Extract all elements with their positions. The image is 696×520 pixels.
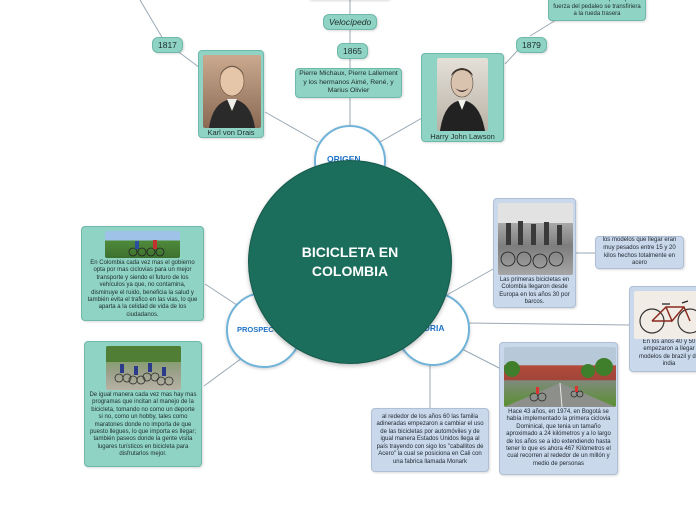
drais-card[interactable]: Karl von Drais <box>198 50 264 138</box>
velocipedo-label: Velocípedo <box>329 17 372 27</box>
year-1865-label: 1865 <box>343 46 362 56</box>
historia-note-2[interactable]: al rededor de los años 60 las familia ad… <box>371 408 489 472</box>
historia-note-1-text: los modelos que llegar eran muy pesados … <box>602 237 677 267</box>
drais-portrait <box>203 55 261 128</box>
year-1817-tag[interactable]: 1817 <box>152 37 183 53</box>
bike-lane-icon <box>504 358 616 407</box>
historic-photo <box>498 203 573 275</box>
historia-note-2-text: al rededor de los años 60 las familia ad… <box>376 413 484 465</box>
year-1865-tag[interactable]: 1865 <box>337 43 368 59</box>
historia-text-2: En los años 40 y 50 empezaron a llegar m… <box>638 339 696 368</box>
lawson-card[interactable]: Harry John Lawson <box>421 53 504 142</box>
velocipedo-tag[interactable]: Velocípedo <box>323 14 378 30</box>
prospectiva-card-2[interactable]: De igual manera cada vez mas hay mas pro… <box>84 341 202 467</box>
drais-caption: Karl von Drais <box>207 128 255 137</box>
year-1817-label: 1817 <box>158 40 177 50</box>
ciclovia-photo-2 <box>105 346 181 390</box>
year-1879-tag[interactable]: 1879 <box>516 37 547 53</box>
prospectiva-label: PROSPECTIVA <box>237 325 291 334</box>
central-topic[interactable]: BICICLETA EN COLOMBIA <box>248 160 452 364</box>
michaux-text: Pierre Michaux, Pierre Lallement y los h… <box>299 70 398 95</box>
historia-text-1: Las primeras bicicletas en Colombia lleg… <box>499 277 570 306</box>
prospectiva-card-1[interactable]: En Colombia cada vez mas el gobierno opt… <box>81 226 204 321</box>
ciclovia-bogota-photo <box>504 347 616 407</box>
historia-card-1[interactable]: Las primeras bicicletas en Colombia lleg… <box>493 198 576 308</box>
historia-note-1[interactable]: los modelos que llegar eran muy pesados … <box>595 236 684 269</box>
historia-card-3[interactable]: Hace 43 años, en 1974, en Bogotá se habí… <box>499 342 618 475</box>
cyclists-icon <box>105 346 181 386</box>
historia-card-2[interactable]: En los años 40 y 50 empezaron a llegar m… <box>629 286 696 372</box>
chain-note-text: colocar una cadena para que la fuerza de… <box>553 0 641 18</box>
chain-note[interactable]: colocar una cadena para que la fuerza de… <box>548 0 646 21</box>
cyclists-icon <box>128 240 165 257</box>
origen-label: ORIGEN <box>327 154 361 164</box>
portrait-icon <box>440 68 485 131</box>
portrait-icon <box>209 65 255 128</box>
bicycle-icon <box>639 300 696 334</box>
year-1879-label: 1879 <box>522 40 541 50</box>
ciclovia-photo-1 <box>105 231 180 258</box>
lawson-portrait <box>437 58 488 131</box>
central-title: BICICLETA EN COLOMBIA <box>301 244 399 279</box>
cyclists-icon <box>498 203 573 269</box>
vintage-bicycle-photo <box>634 291 696 339</box>
prospectiva-text-2: De igual manera cada vez mas hay mas pro… <box>89 392 197 458</box>
michaux-node[interactable]: Pierre Michaux, Pierre Lallement y los h… <box>295 68 402 98</box>
historia-text-3: Hace 43 años, en 1974, en Bogotá se habí… <box>506 409 611 467</box>
prospectiva-text-1: En Colombia cada vez mas el gobierno opt… <box>87 260 198 318</box>
lawson-caption: Harry John Lawson <box>430 132 495 141</box>
